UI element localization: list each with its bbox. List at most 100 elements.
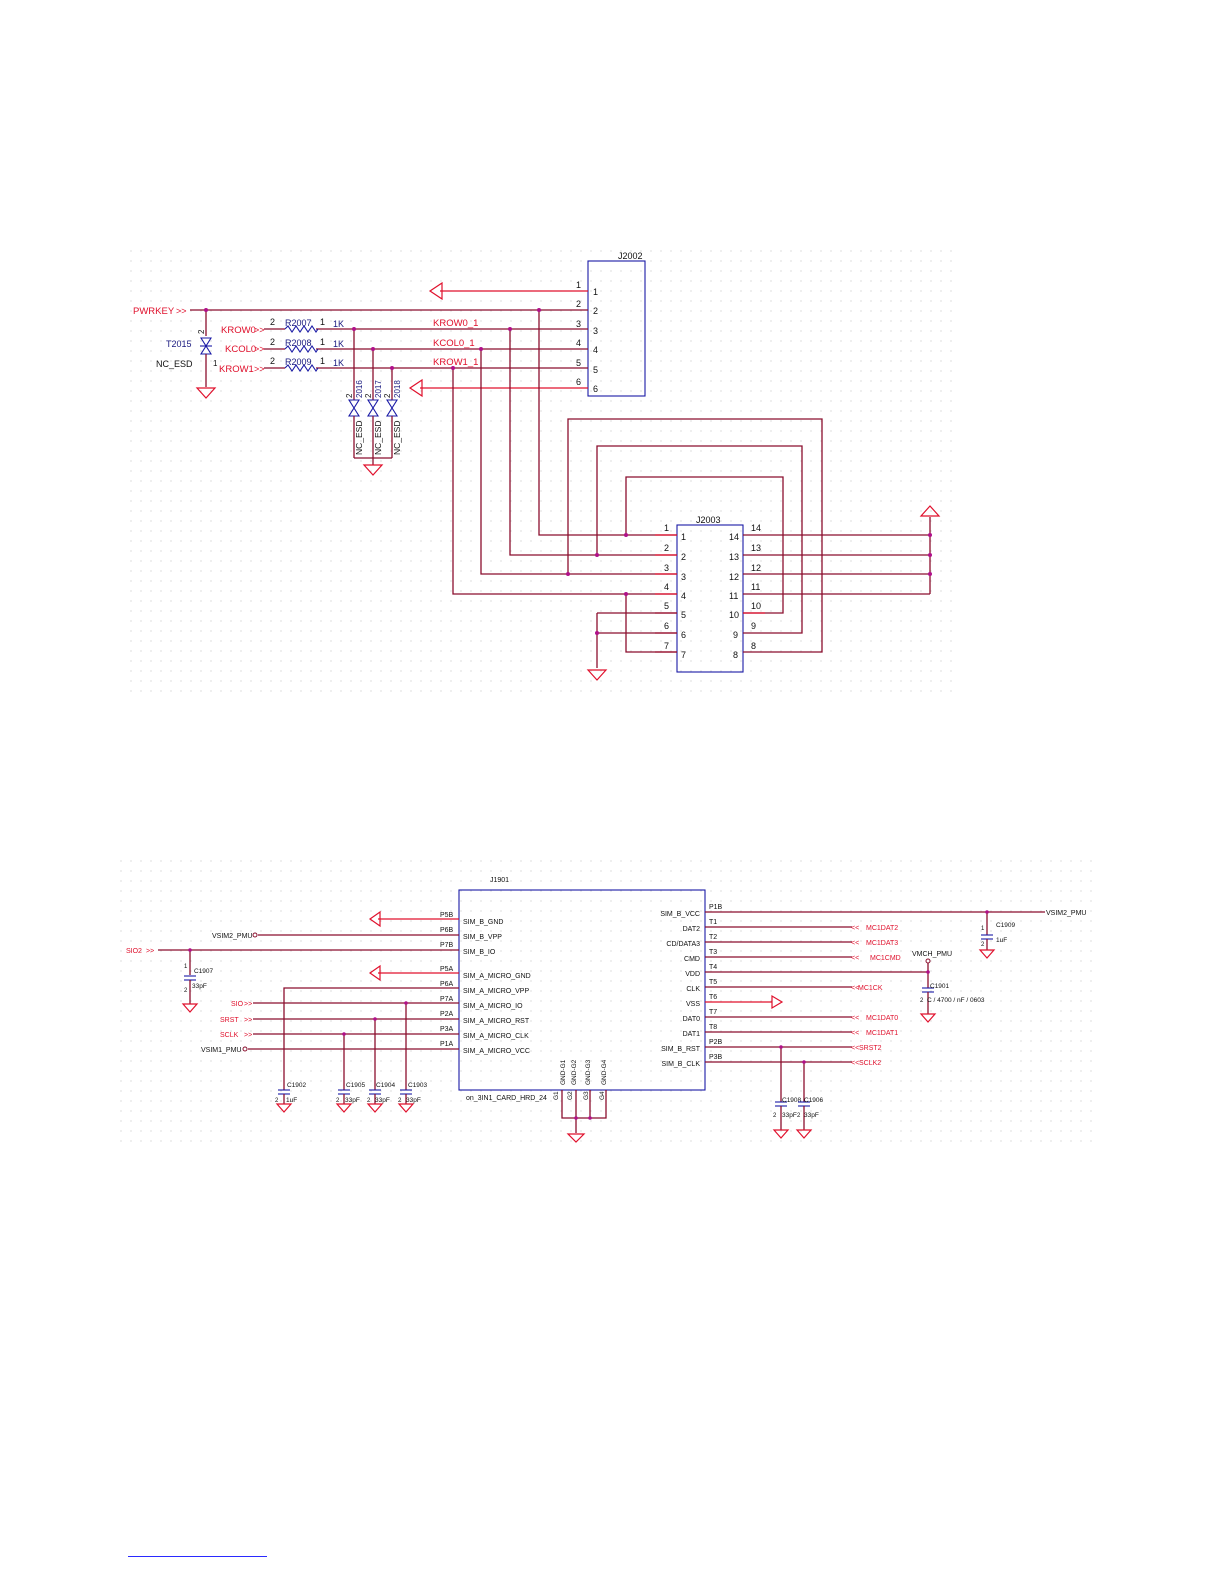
port-krow0: KROW0: [221, 325, 256, 336]
pin-num: G3: [583, 1091, 590, 1100]
esd-group: 2 2 2 2016 2017 2018 NC_ESD NC_ESD NC_ES…: [345, 329, 402, 476]
pin-name: SIM_B_CLK: [661, 1061, 700, 1068]
pin-num: G2: [567, 1091, 574, 1100]
junction-dot: [404, 1001, 408, 1005]
j2003-left-pin: 3: [681, 572, 686, 582]
esd-pin: 2: [364, 393, 373, 398]
j2003-left-pinnum: 3: [664, 563, 669, 573]
resistor-pin: 1: [320, 337, 325, 347]
cap-value: 1uF: [286, 1097, 297, 1104]
junction-dot: [479, 347, 483, 351]
ground-symbol: [771, 994, 784, 1010]
j2002-pin-4: 4: [593, 345, 598, 355]
connector-j2002: J2002 1 2 3 4 5 6 1 2 3 4 5 6: [576, 251, 646, 397]
pin-name: SIM_B_IO: [463, 949, 496, 956]
ground-symbol: [181, 1003, 199, 1013]
ground-symbol: [772, 1129, 790, 1139]
j2002-pinnum-6: 6: [576, 377, 581, 387]
capacitor-c1908: C1908 33pF 2: [772, 1047, 802, 1139]
net-mc1dat1: MC1DAT1: [866, 1030, 898, 1037]
cap-ref: C1908: [782, 1097, 802, 1104]
junction-dot: [537, 308, 541, 312]
pin-name: SIM_A_MICRO_VPP: [463, 988, 529, 995]
net-srst: SRST: [220, 1017, 239, 1024]
j2003-right-pinnum: 10: [751, 601, 761, 611]
cap-value: 33pF: [782, 1112, 797, 1119]
pin-num: P7B: [440, 942, 454, 949]
port-arrow: >>: [176, 306, 187, 316]
port-arrow: <<: [851, 940, 859, 947]
net-sio: SIO: [231, 1001, 244, 1008]
port-arrow: <<: [851, 1060, 859, 1067]
cap-ref: C1904: [376, 1082, 396, 1089]
net-mc1dat3: MC1DAT3: [866, 940, 898, 947]
junction-dot: [926, 970, 930, 974]
j2003-right-pinnum: 12: [751, 563, 761, 573]
esd-ref: 2017: [374, 380, 383, 398]
j2003-right-pin: 13: [729, 552, 739, 562]
j2003-right-pin: 14: [729, 532, 739, 542]
junction-dot: [588, 1116, 592, 1120]
ground-symbol: [408, 378, 423, 398]
j2002-pin-1: 1: [593, 287, 598, 297]
ground-symbol: [566, 1133, 586, 1143]
port-arrow: >>: [244, 1032, 252, 1039]
net-vmch: VMCH_PMU: [912, 951, 952, 958]
pin-name: CD/DATA3: [666, 941, 700, 948]
port-arrow: >>: [254, 364, 265, 374]
wire-kcol0-route: [480, 349, 677, 575]
cap-ref: C1902: [287, 1082, 307, 1089]
net-mc1cmd: MC1CMD: [870, 955, 901, 962]
cap-ref: C1905: [346, 1082, 366, 1089]
pin-name: SIM_B_RST: [661, 1046, 701, 1053]
j2003-left-pin: 7: [681, 650, 686, 660]
port-arrow: >>: [254, 325, 265, 335]
pin-name: SIM_A_MICRO_CLK: [463, 1033, 529, 1040]
port-arrow: >>: [254, 344, 265, 354]
j1901-left-pins: SIM_B_GND SIM_B_VPP SIM_B_IO SIM_A_MICRO…: [440, 912, 531, 1055]
net-vsim2-right: VSIM2_PMU: [1046, 910, 1086, 917]
net-srst2: SRST2: [859, 1045, 882, 1052]
ground-symbol: [919, 505, 941, 517]
j1901-right-pins: SIM_B_VCC DAT2 CD/DATA3 CMD VDD CLK VSS …: [660, 904, 722, 1068]
esd-value: NC_ESD: [354, 421, 364, 455]
resistor-ref: R2009: [285, 357, 312, 367]
junctions-top: [204, 308, 932, 635]
j2003-left-pinnum: 1: [664, 523, 669, 533]
capacitor-c1903: C1903 33pF 2: [397, 1003, 428, 1113]
j2002-pin-2: 2: [593, 306, 598, 316]
esd-ref: T2015: [166, 339, 192, 349]
j2003-left-pin: 4: [681, 591, 686, 601]
ground-symbol: [275, 1103, 293, 1113]
resistor-value: 1K: [333, 319, 344, 329]
pin-name: GND-G4: [601, 1059, 608, 1085]
j2003-right-pin: 11: [729, 591, 738, 601]
resistor-pin: 1: [320, 356, 325, 366]
j2003-right-pinnum: 14: [751, 523, 761, 533]
pin-num: P2A: [440, 1011, 454, 1018]
ground-symbol: [795, 1129, 813, 1139]
j1901-part: on_3IN1_CARD_HRD_24: [466, 1095, 547, 1102]
j2003-wires: [452, 310, 941, 681]
pin-name: SIM_B_VPP: [463, 934, 502, 941]
pin-num: T2: [709, 934, 717, 941]
wire-p6a: [283, 987, 459, 1090]
pin-num: G4: [599, 1091, 606, 1100]
j2003-right-pin: 12: [729, 572, 739, 582]
resistor-value: 1K: [333, 339, 344, 349]
junction-dot: [595, 553, 599, 557]
cap-pin: 1: [184, 964, 188, 970]
junction-dot: [574, 1116, 578, 1120]
resistor-zigzag: [284, 364, 319, 372]
j2003-left-pin: 5: [681, 610, 686, 620]
resistor-zigzag: [284, 325, 319, 333]
pin-name: SIM_A_MICRO_VCC: [463, 1048, 530, 1055]
esd-ref: 2018: [393, 380, 402, 398]
j2002-pin-3: 3: [593, 326, 598, 336]
cap-ref: C1901: [930, 983, 950, 990]
pin-name: CLK: [686, 986, 700, 993]
cap-pin: 1: [981, 926, 985, 932]
connector-j2003: J2003 1 2 3 4 5 6 7 1 2 3 4 5 6 7 14 13 …: [664, 515, 761, 673]
keypad-schematic: J2002 1 2 3 4 5 6 1 2 3 4 5 6 PWRKEY: [122, 245, 952, 697]
port-arrow: <<: [851, 1015, 859, 1022]
